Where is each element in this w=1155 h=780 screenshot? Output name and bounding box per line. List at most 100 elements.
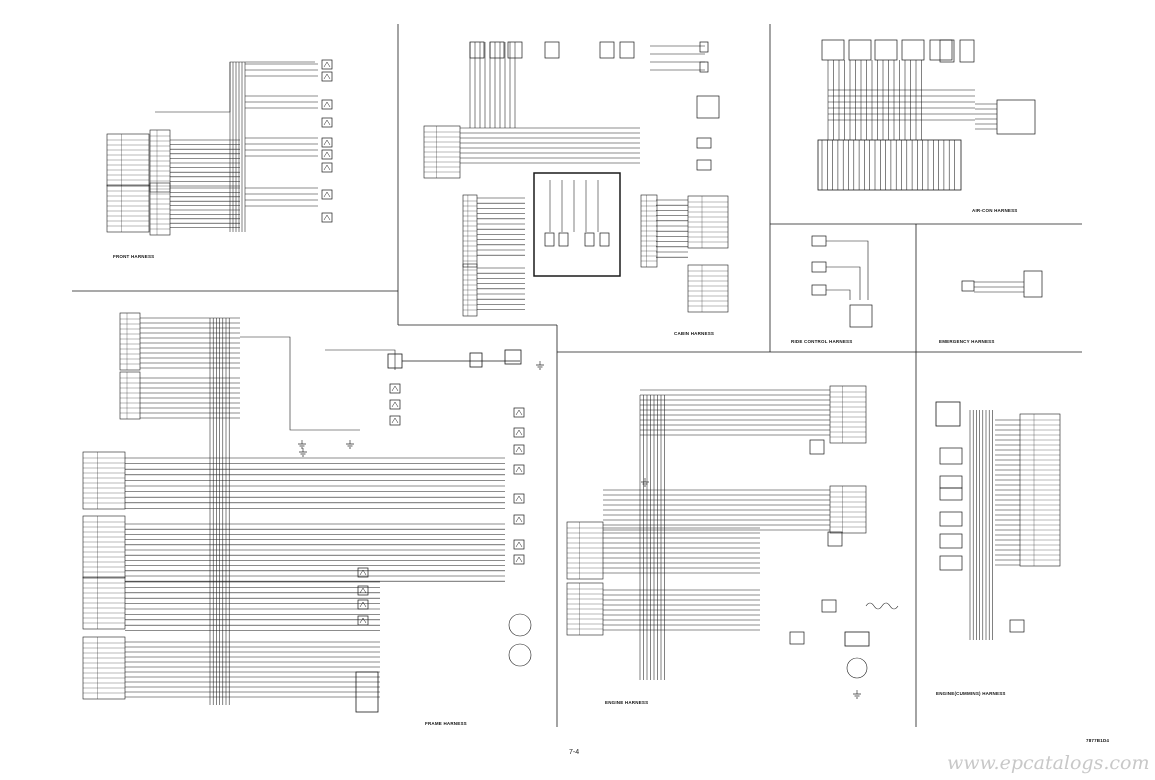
ride-control-valve (849, 304, 873, 328)
device-symbol (515, 556, 523, 563)
frame-switch-device (357, 567, 369, 578)
device-symbol (323, 119, 331, 126)
cabin-switch (599, 41, 615, 59)
aircon-actuator (874, 39, 898, 61)
front-lamp-device (321, 162, 333, 173)
frame-sensor-device (513, 493, 525, 504)
frame-starter-wire (240, 336, 360, 431)
cabin-switch (507, 41, 523, 59)
cabin-relay (584, 232, 595, 247)
aircon-terminal-strip (817, 139, 962, 191)
aircon-controller-connector (996, 99, 1036, 135)
cummins-module (939, 511, 963, 527)
cabin-switch (469, 41, 485, 59)
engine-sensor (827, 531, 843, 547)
aircon-actuator (821, 39, 845, 61)
cabin-switch (489, 41, 505, 59)
device-symbol (359, 587, 367, 594)
device-symbol (359, 601, 367, 608)
aircon-sensor (959, 39, 975, 63)
front-lamp-device (321, 149, 333, 160)
frame-relay-device (389, 399, 401, 410)
device-symbol (323, 73, 331, 80)
device-symbol (515, 541, 523, 548)
device-symbol (391, 417, 399, 424)
cummins-plug (1009, 619, 1025, 633)
ride-control-connector (811, 284, 827, 296)
frame-motor (508, 643, 532, 667)
device-symbol (515, 466, 523, 473)
cabin-switch (619, 41, 635, 59)
front-lamp-device (321, 99, 333, 110)
panel-title-aircon: AIR-CON HARNESS (972, 208, 1018, 213)
device-symbol (359, 617, 367, 624)
front-lamp-device (321, 137, 333, 148)
device-symbol (359, 569, 367, 576)
watermark: www.epcatalogs.com (947, 752, 1150, 774)
engine-connector-3 (829, 385, 867, 444)
frame-sensor-device (513, 464, 525, 475)
frame-relay-device (389, 383, 401, 394)
device-symbol (323, 101, 331, 108)
panel-title-cabin: CABIN HARNESS (674, 331, 715, 336)
frame-battery-wire (325, 349, 396, 370)
device-symbol (323, 164, 331, 171)
engine-actuator (821, 599, 837, 613)
emergency-pump (1023, 270, 1043, 298)
battery (469, 352, 483, 368)
frame-terminal-connector (355, 671, 379, 713)
cabin-relay (558, 232, 569, 247)
emergency-connector (961, 280, 975, 292)
engine-starter-motor (846, 657, 868, 679)
aircon-sensor (939, 39, 955, 63)
cabin-relay (599, 232, 610, 247)
ride-control-connector (811, 261, 827, 273)
frame-sensor-device (513, 539, 525, 550)
panel-title-front: FRONT HARNESS (113, 254, 155, 259)
frame-connector-2 (119, 371, 141, 420)
frame-motor (508, 613, 532, 637)
speaker (699, 61, 709, 73)
device-symbol (323, 151, 331, 158)
page-number: 7-4 (569, 749, 580, 756)
frame-sensor-device (513, 514, 525, 525)
engine-connector (789, 631, 805, 645)
panel-title-emergency: EMERGENCY HARNESS (939, 339, 995, 344)
frame-connector-3 (82, 451, 126, 510)
panel-title-ride-control: RIDE CONTROL HARNESS (791, 339, 853, 344)
engine-connector-4 (829, 485, 867, 534)
device-symbol (515, 409, 523, 416)
cabin-fuse-box (533, 172, 621, 277)
cummins-module (939, 533, 963, 549)
device-symbol (391, 401, 399, 408)
ride-control-wire (826, 266, 861, 300)
frame-switch-device (357, 615, 369, 626)
device-symbol (515, 446, 523, 453)
front-lamp-device (321, 117, 333, 128)
frame-connector-1 (119, 312, 141, 371)
aircon-actuator (848, 39, 872, 61)
cummins-module (939, 447, 963, 465)
aircon-actuator (929, 39, 953, 61)
front-lamp-device (321, 212, 333, 223)
ride-control-connector (811, 235, 827, 247)
device-symbol (515, 495, 523, 502)
battery-switch (504, 349, 522, 365)
frame-sensor-device (513, 554, 525, 565)
front-lamp-device (321, 59, 333, 70)
aircon-actuator (901, 39, 925, 61)
front-lamp-device (321, 189, 333, 200)
front-trunk-wire (155, 61, 315, 113)
engine-alternator (844, 631, 870, 647)
cummins-warning-icon-box (935, 401, 961, 427)
engine-connector-1 (566, 521, 604, 580)
cummins-module (939, 555, 963, 571)
engine-sensor (809, 439, 825, 455)
drawing-code: 7877B1D4 (1086, 738, 1110, 743)
device-symbol (323, 61, 331, 68)
cabin-plug (696, 159, 712, 171)
panel-title-engine: ENGINE HARNESS (605, 700, 649, 705)
frame-relay-device (389, 415, 401, 426)
front-lamp-device (321, 71, 333, 82)
